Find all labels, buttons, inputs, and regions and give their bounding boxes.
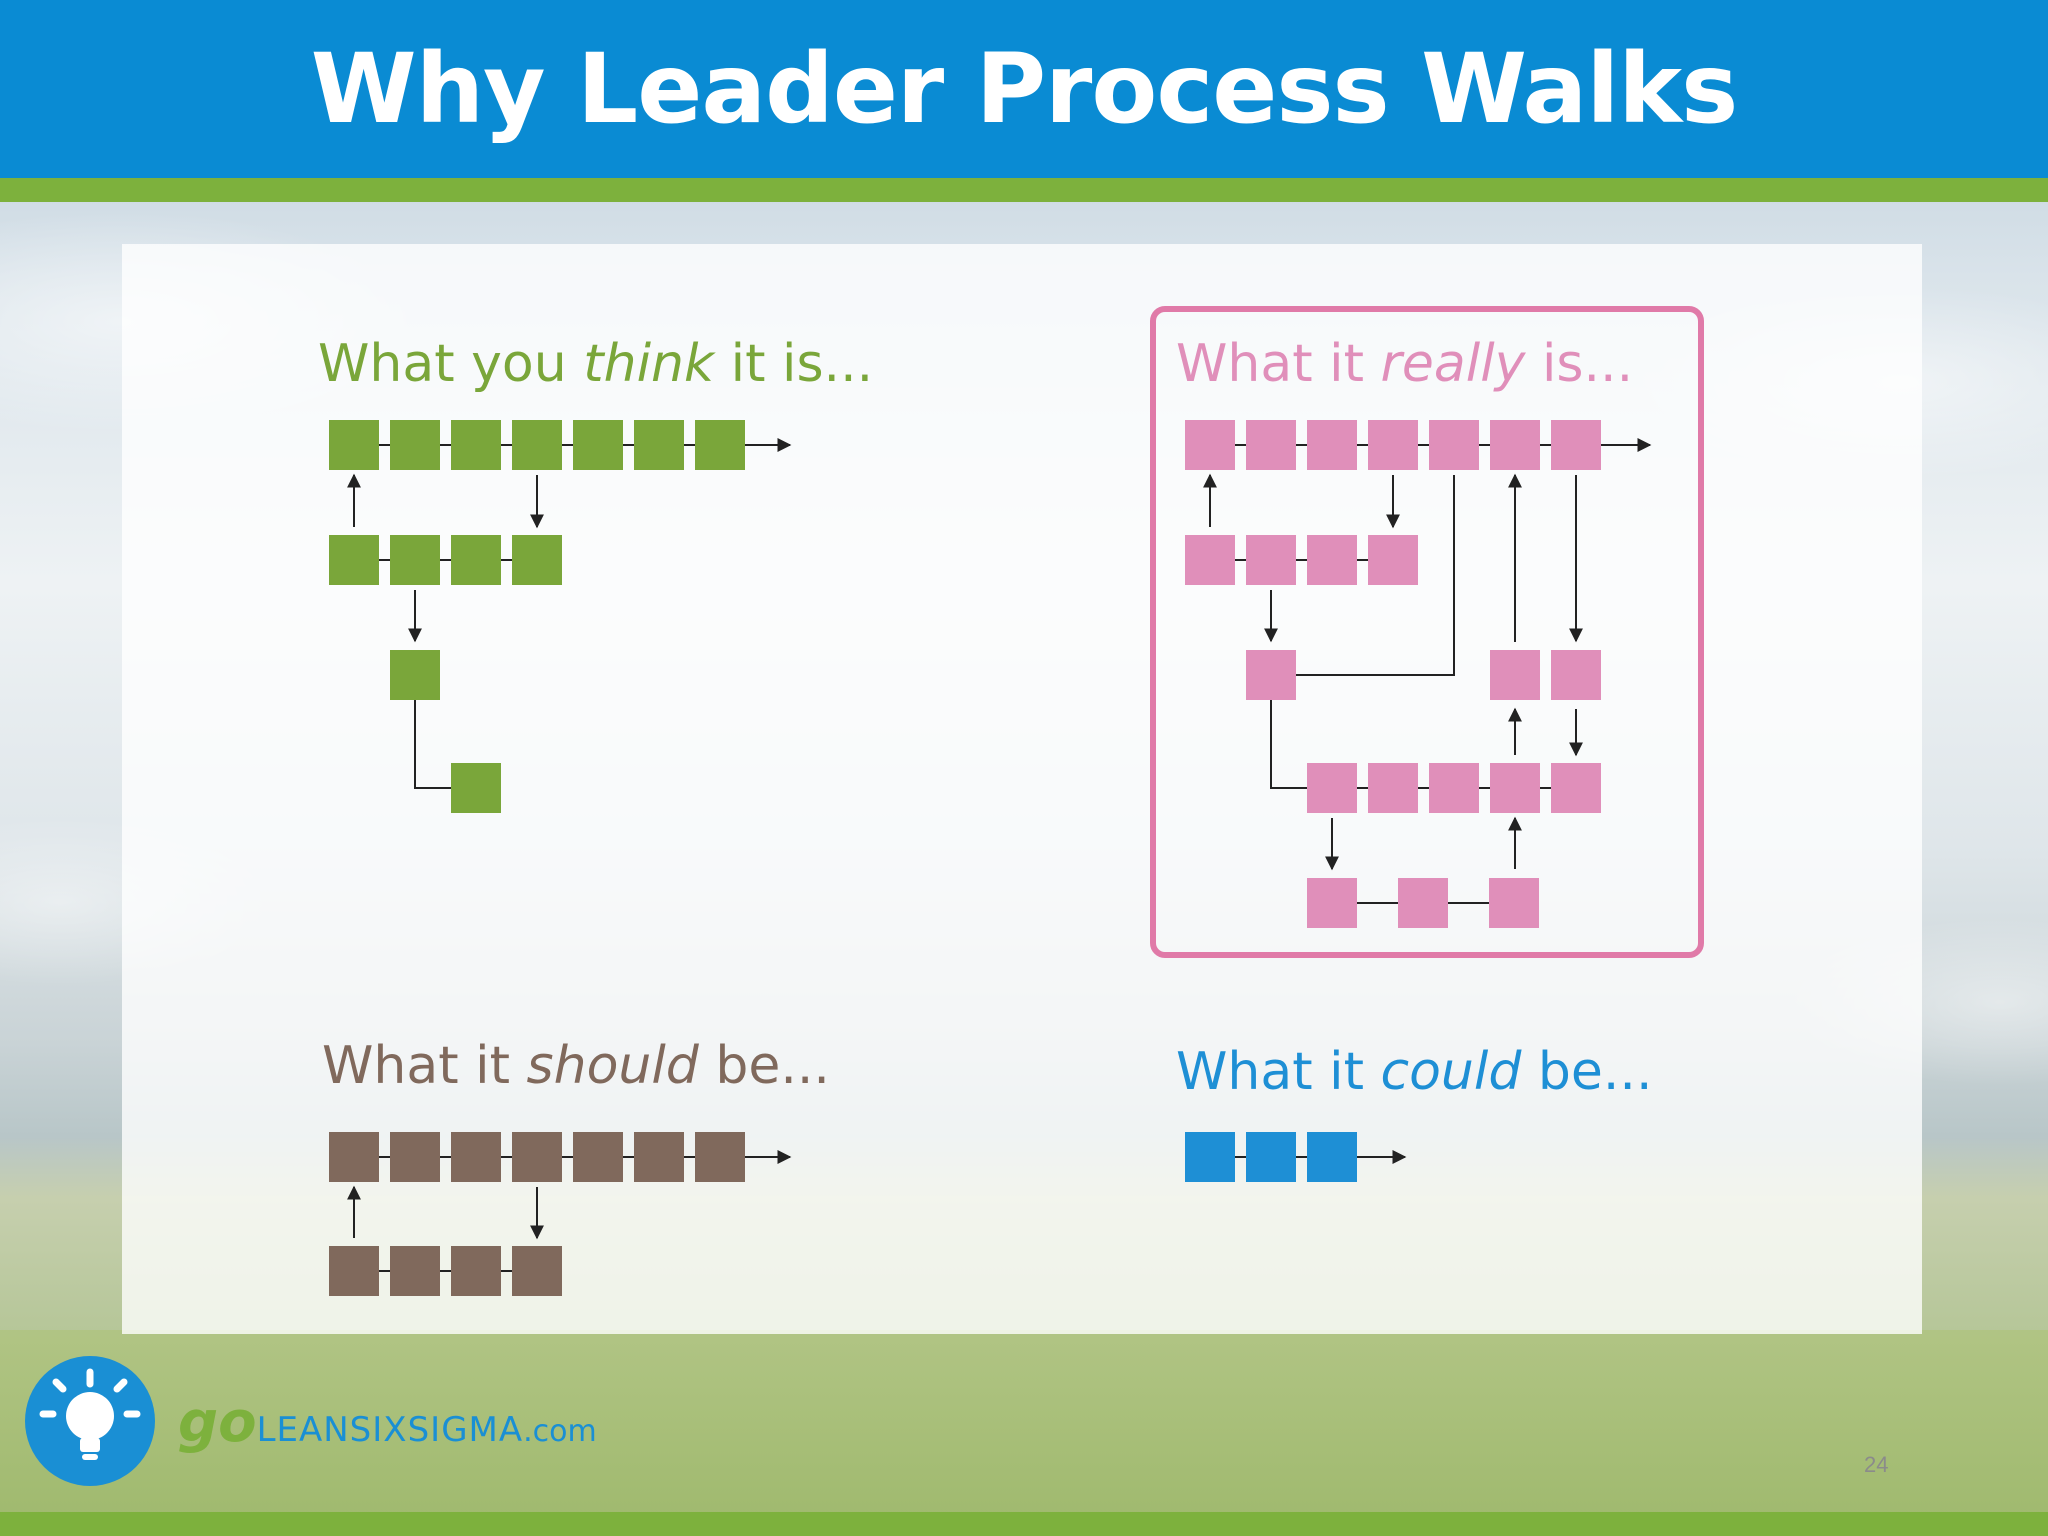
label-think-emphasis: think <box>583 334 715 394</box>
label-could-suffix: be... <box>1521 1042 1653 1102</box>
process-step <box>1307 420 1357 470</box>
process-step <box>634 420 684 470</box>
process-step <box>1307 535 1357 585</box>
should-diagram <box>329 1132 792 1296</box>
process-step <box>1368 535 1418 585</box>
process-step <box>512 535 562 585</box>
label-should-prefix: What it <box>322 1036 527 1096</box>
process-step <box>390 650 440 700</box>
title-bar: Why Leader Process Walks <box>0 0 2048 178</box>
connector-line <box>1270 700 1307 789</box>
could-diagram <box>1185 1132 1407 1182</box>
process-step <box>329 1246 379 1296</box>
process-step <box>451 420 501 470</box>
label-really-emphasis: really <box>1380 334 1526 394</box>
lightbulb-logo-icon <box>25 1356 155 1486</box>
label-should-suffix: be... <box>698 1036 830 1096</box>
process-step <box>1185 420 1235 470</box>
brand-name: LEANSIXSIGMA <box>256 1410 524 1450</box>
brand-go: go <box>178 1390 257 1455</box>
process-step <box>329 1132 379 1182</box>
label-could-prefix: What it <box>1176 1042 1381 1102</box>
think-diagram <box>329 420 792 813</box>
label-really-suffix: is... <box>1525 334 1634 394</box>
process-step <box>1490 650 1540 700</box>
grass-background <box>0 1330 2048 1512</box>
slide-title: Why Leader Process Walks <box>310 33 1738 145</box>
process-step <box>1368 420 1418 470</box>
process-step <box>695 420 745 470</box>
label-should-emphasis: should <box>526 1036 699 1096</box>
connector-line <box>1296 475 1455 676</box>
label-really-prefix: What it <box>1176 334 1381 394</box>
process-step <box>451 763 501 813</box>
process-step <box>390 1246 440 1296</box>
process-step <box>451 1246 501 1296</box>
process-step <box>329 420 379 470</box>
process-step <box>1429 420 1479 470</box>
process-step <box>1398 878 1448 928</box>
label-should: What it should be... <box>322 1040 830 1092</box>
label-think-suffix: it is... <box>714 334 874 394</box>
process-step <box>451 535 501 585</box>
process-step <box>573 1132 623 1182</box>
process-step <box>1185 535 1235 585</box>
brand-wordmark: goLEANSIXSIGMA.com <box>178 1390 597 1455</box>
connector-line <box>414 700 452 789</box>
process-step <box>1185 1132 1235 1182</box>
label-really: What it really is... <box>1176 338 1633 390</box>
process-step <box>512 420 562 470</box>
process-step <box>1368 763 1418 813</box>
process-step <box>1551 650 1601 700</box>
label-could: What it could be... <box>1176 1046 1652 1098</box>
process-step <box>512 1132 562 1182</box>
process-step <box>390 1132 440 1182</box>
header-accent-band <box>0 178 2048 202</box>
process-step <box>1246 420 1296 470</box>
really-frame <box>1150 306 1704 958</box>
process-step <box>1307 878 1357 928</box>
really-diagram <box>1185 420 1652 928</box>
process-step <box>1551 763 1601 813</box>
label-could-emphasis: could <box>1380 1042 1522 1102</box>
process-step <box>390 420 440 470</box>
footer-accent-band <box>0 1512 2048 1536</box>
process-step <box>512 1246 562 1296</box>
process-step <box>573 420 623 470</box>
process-step <box>1489 878 1539 928</box>
process-step <box>634 1132 684 1182</box>
process-step <box>1307 1132 1357 1182</box>
process-step <box>695 1132 745 1182</box>
label-think-prefix: What you <box>318 334 584 394</box>
page-number: 24 <box>1864 1452 1889 1477</box>
process-step <box>1246 535 1296 585</box>
process-step <box>451 1132 501 1182</box>
brand-tld: .com <box>523 1414 597 1449</box>
process-step <box>1429 763 1479 813</box>
process-step <box>1490 420 1540 470</box>
process-step <box>1246 1132 1296 1182</box>
process-step <box>1246 650 1296 700</box>
process-step <box>390 535 440 585</box>
label-think: What you think it is... <box>318 338 873 390</box>
process-step <box>329 535 379 585</box>
process-step <box>1490 763 1540 813</box>
process-step <box>1307 763 1357 813</box>
process-step <box>1551 420 1601 470</box>
